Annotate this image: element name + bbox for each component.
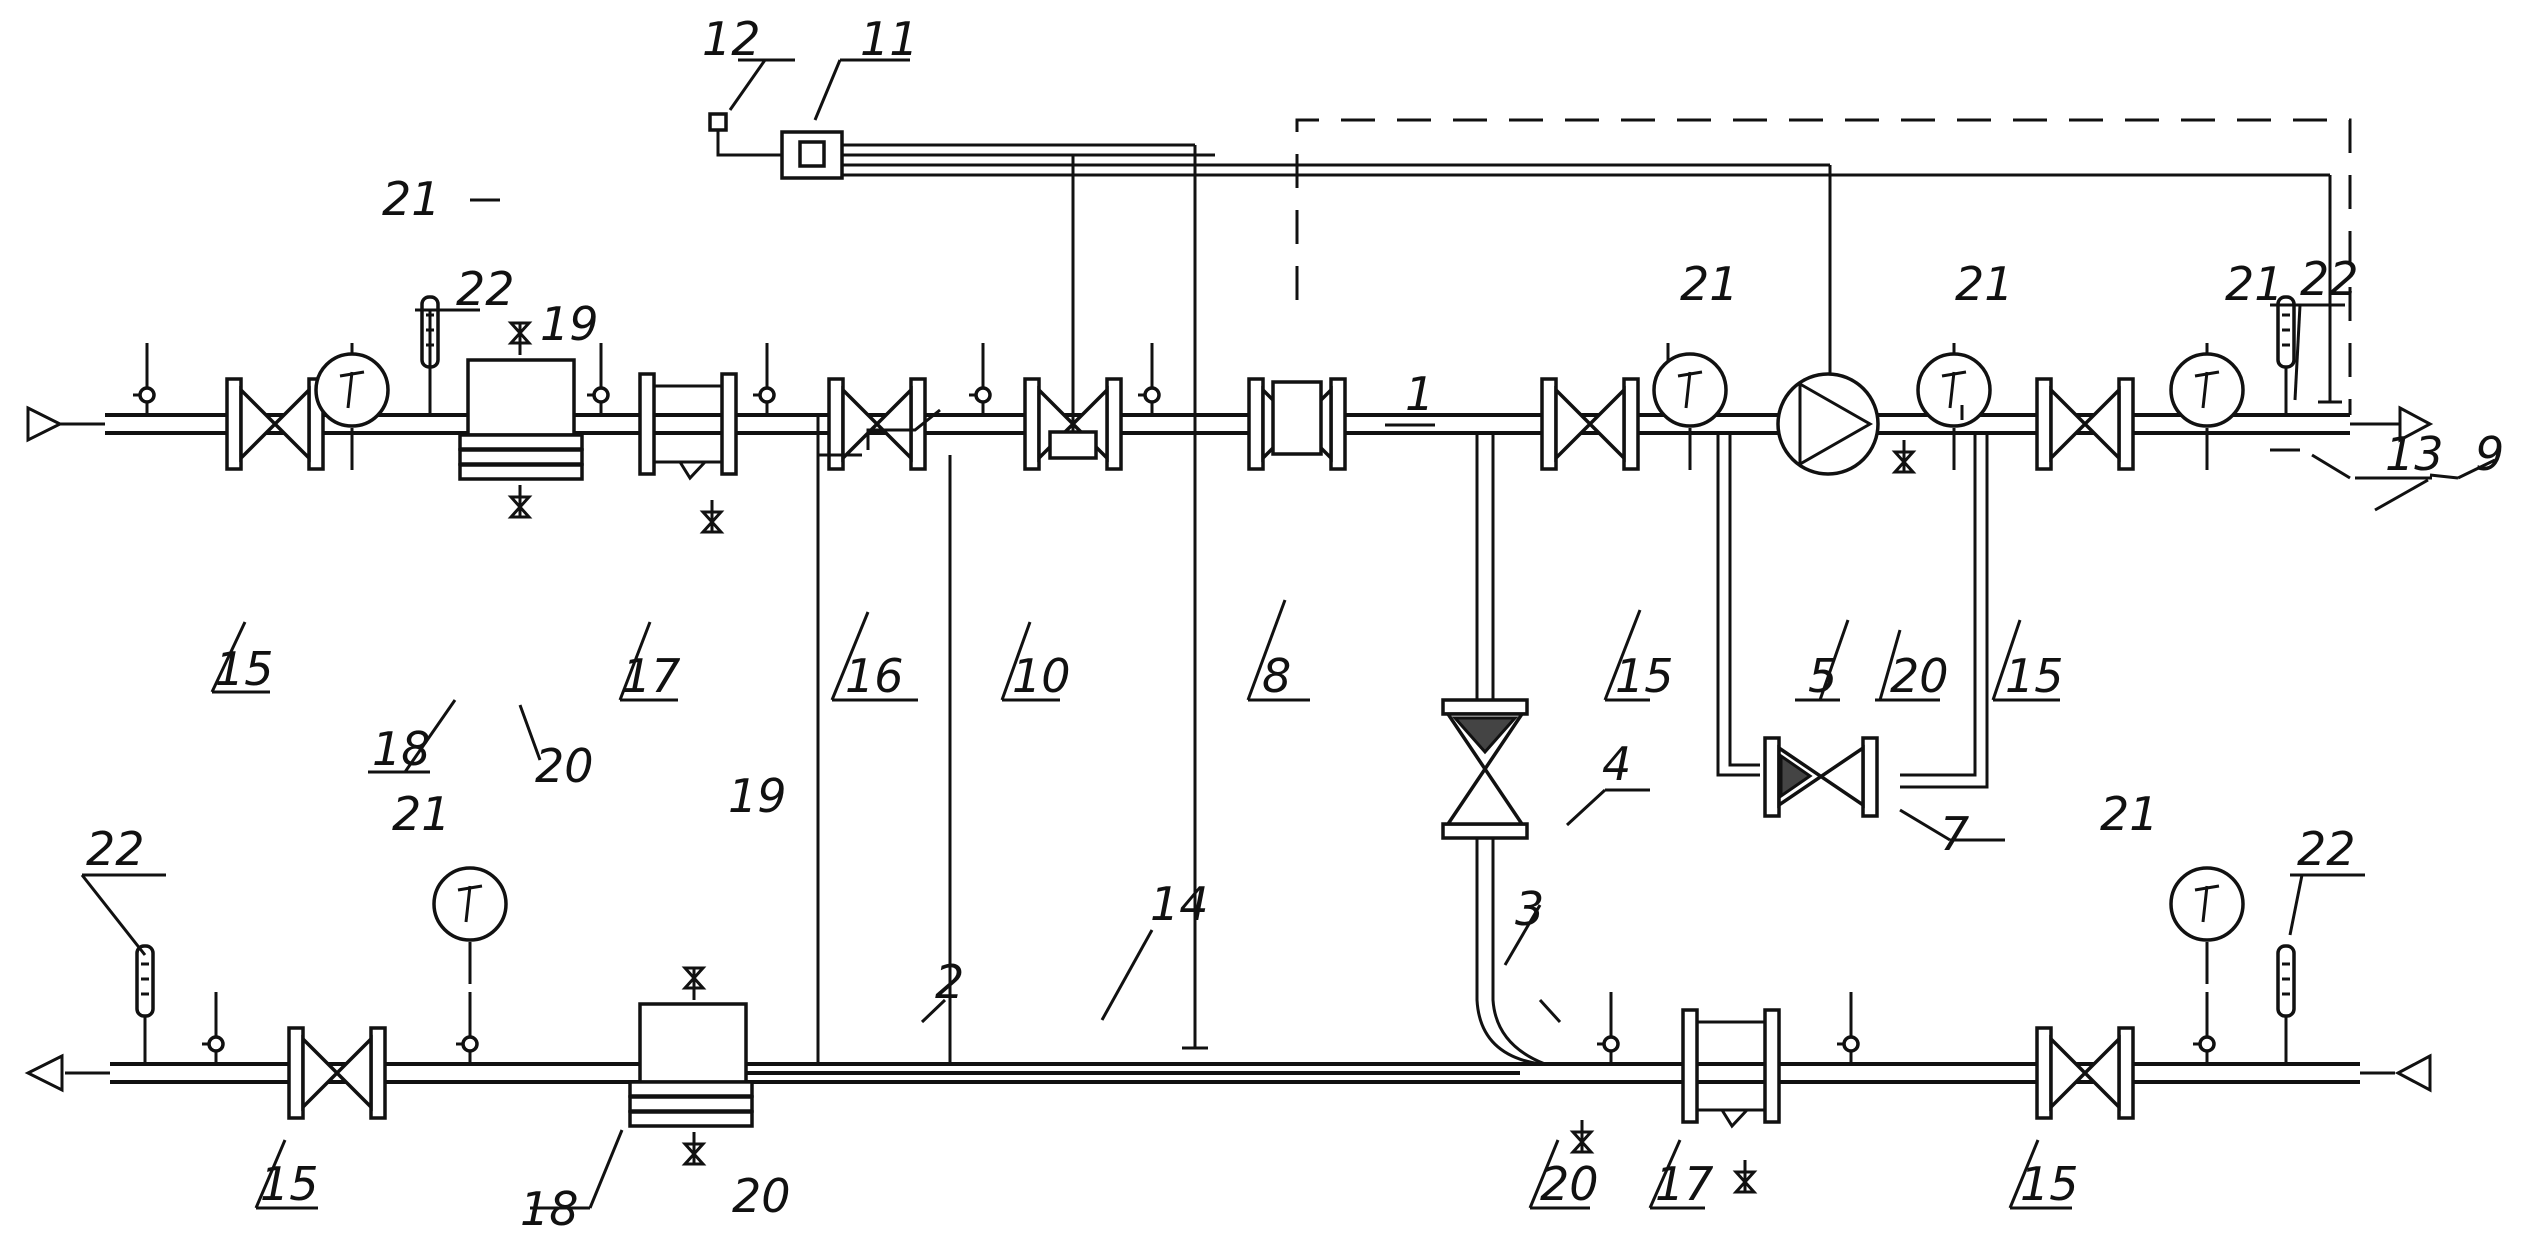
label-21: 21 bbox=[2100, 787, 2159, 841]
label-9: 9 bbox=[2475, 427, 2504, 481]
actuator-10 bbox=[1048, 430, 1098, 460]
label-2: 2 bbox=[935, 955, 964, 1009]
label-22: 22 bbox=[2300, 252, 2359, 306]
label-22: 22 bbox=[86, 822, 145, 876]
label-15: 15 bbox=[2020, 1157, 2079, 1211]
thermometer-22 bbox=[2276, 944, 2296, 1066]
pressure-gauge-21 bbox=[432, 866, 508, 986]
label-20: 20 bbox=[1890, 649, 1949, 703]
label-7: 7 bbox=[1940, 807, 1969, 861]
label-5: 5 bbox=[1808, 649, 1837, 703]
sample-tap bbox=[131, 341, 156, 417]
label-14: 14 bbox=[1150, 877, 1209, 931]
drain-20 bbox=[1734, 1158, 1756, 1194]
callout-labels: 12 11 21 22 19 15 18 20 17 16 10 8 1 21 … bbox=[86, 12, 2504, 1236]
check-valve-7 bbox=[1763, 736, 1879, 818]
label-21: 21 bbox=[1680, 257, 1739, 311]
sample-tap bbox=[200, 990, 225, 1066]
label-21: 21 bbox=[392, 787, 451, 841]
pressure-gauge-21 bbox=[1916, 352, 1992, 472]
pressure-gauge-21 bbox=[1652, 352, 1728, 472]
label-15: 15 bbox=[1615, 649, 1674, 703]
sample-tap bbox=[585, 341, 610, 417]
pressure-gauge-21 bbox=[314, 352, 390, 472]
air-vent-19 bbox=[683, 966, 705, 1002]
label-10: 10 bbox=[1012, 649, 1071, 703]
label-12: 12 bbox=[702, 12, 761, 66]
label-15: 15 bbox=[260, 1157, 319, 1211]
pressure-gauge-21 bbox=[2169, 352, 2245, 472]
sample-tap bbox=[751, 341, 776, 417]
pressure-gauge-21 bbox=[2169, 866, 2245, 986]
label-20: 20 bbox=[732, 1169, 791, 1223]
label-8: 8 bbox=[1262, 649, 1291, 703]
actuator-8 bbox=[1271, 380, 1323, 456]
sample-tap bbox=[2191, 990, 2216, 1066]
label-15: 15 bbox=[2005, 649, 2064, 703]
shutoff-valve-15 bbox=[1540, 377, 1640, 471]
label-11: 11 bbox=[860, 12, 919, 66]
sample-tap bbox=[1595, 990, 1620, 1066]
leader-lines bbox=[80, 58, 2496, 1210]
label-4: 4 bbox=[1602, 737, 1631, 791]
label-20: 20 bbox=[535, 739, 594, 793]
sample-tap bbox=[1835, 990, 1860, 1066]
strainer-17 bbox=[1681, 1008, 1781, 1129]
label-19: 19 bbox=[728, 769, 787, 823]
label-21: 21 bbox=[2225, 257, 2284, 311]
label-21: 21 bbox=[1955, 257, 2014, 311]
label-22: 22 bbox=[456, 262, 515, 316]
drain-20 bbox=[1571, 1118, 1593, 1154]
label-17: 17 bbox=[1655, 1157, 1714, 1211]
label-22: 22 bbox=[2297, 822, 2356, 876]
controller-11 bbox=[780, 130, 2330, 180]
return-inlet-arrow-icon bbox=[2360, 1053, 2432, 1093]
label-15: 15 bbox=[215, 642, 274, 696]
drain-20 bbox=[509, 483, 531, 519]
label-20: 20 bbox=[1540, 1157, 1599, 1211]
sample-tap bbox=[454, 990, 479, 1066]
lower-pipeline bbox=[24, 1053, 2432, 1093]
bypass-line bbox=[1716, 433, 1989, 789]
shutoff-valve-15 bbox=[2035, 377, 2135, 471]
control-signal-dashed bbox=[1295, 118, 2352, 415]
strainer-17 bbox=[638, 372, 738, 481]
air-vent-19 bbox=[509, 321, 531, 357]
check-valve-4 bbox=[1441, 698, 1529, 840]
sample-tap bbox=[1136, 341, 1161, 417]
circulation-pump-5 bbox=[1776, 372, 1880, 476]
label-16: 16 bbox=[845, 649, 904, 703]
label-21: 21 bbox=[382, 172, 441, 226]
drain-20 bbox=[683, 1130, 705, 1166]
thermometer-22 bbox=[135, 944, 155, 1066]
shutoff-valve-15 bbox=[2035, 1026, 2135, 1120]
shutoff-valve-15 bbox=[287, 1026, 387, 1120]
label-13: 13 bbox=[2385, 427, 2444, 481]
label-3: 3 bbox=[1515, 882, 1544, 936]
drain-20 bbox=[701, 498, 723, 534]
impulse-line-16 bbox=[816, 408, 952, 1064]
sample-tap bbox=[967, 341, 992, 417]
shutoff-valve-15 bbox=[225, 377, 325, 471]
label-19: 19 bbox=[540, 297, 599, 351]
mud-filter-18 bbox=[458, 358, 584, 481]
drain-20 bbox=[1893, 438, 1915, 474]
label-18: 18 bbox=[520, 1182, 579, 1236]
label-17: 17 bbox=[622, 649, 681, 703]
mud-filter-18 bbox=[628, 1002, 754, 1128]
inlet-arrow-icon bbox=[26, 405, 105, 443]
thermometer-22 bbox=[2276, 295, 2296, 417]
return-outlet-arrow-icon bbox=[24, 1053, 110, 1093]
jumper-line-3 bbox=[1475, 433, 1546, 1066]
label-1: 1 bbox=[1405, 367, 1434, 421]
label-18: 18 bbox=[372, 722, 431, 776]
outlet-arrow-icon bbox=[2350, 405, 2434, 443]
outdoor-sensor-12 bbox=[708, 112, 782, 157]
